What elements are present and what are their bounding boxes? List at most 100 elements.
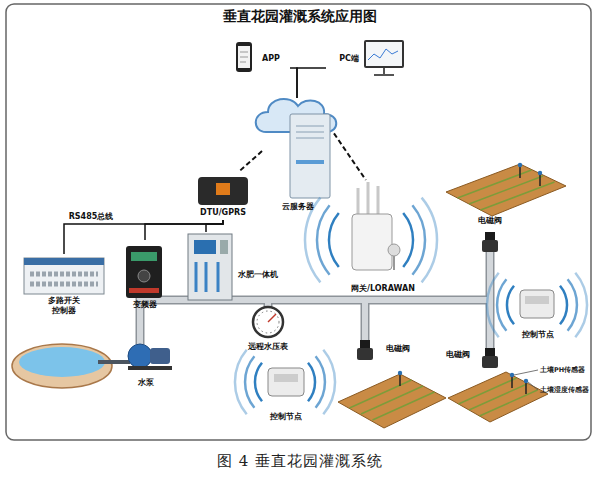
- cloud-server: 云服务器: [262, 98, 334, 216]
- monitor-body: [364, 40, 404, 68]
- phone-screen: [238, 46, 250, 68]
- sensor-head: [538, 171, 542, 175]
- valve-body: [357, 348, 373, 360]
- frequency-converter: 变频器: [120, 240, 170, 312]
- planting-field: [338, 374, 446, 428]
- wireless-wave: [317, 205, 425, 274]
- switch-terminals: [30, 274, 98, 284]
- pc-client: PC端: [326, 36, 408, 80]
- gauge-needle: [268, 314, 276, 322]
- phone-content: [240, 52, 248, 62]
- monitor-stand: [374, 68, 394, 75]
- node-label: 电磁阀: [438, 350, 478, 360]
- fertigation-unit: 水肥一体机: [184, 232, 284, 302]
- node-label: 远程水压表: [228, 342, 308, 352]
- node-label: 水肥一体机: [232, 270, 284, 280]
- valve-body: [482, 356, 498, 368]
- server-vents: [296, 126, 324, 138]
- valve-body: [482, 240, 498, 252]
- node-label: DTU/GPRS: [192, 208, 254, 218]
- wireless-wave: [245, 356, 325, 407]
- fertigation-cabinet: [188, 234, 232, 300]
- switch-controller-case: [24, 258, 104, 294]
- pool-water: [19, 347, 105, 377]
- switch-controller-band: [24, 258, 104, 265]
- solenoid-valve: 电磁阀: [468, 216, 512, 258]
- gateway-case: [352, 214, 392, 270]
- wireless-wave: [255, 363, 315, 402]
- node-label: 控制节点: [508, 330, 568, 340]
- solenoid-valve: 电磁阀: [356, 336, 420, 364]
- control-node-panel: [525, 296, 549, 304]
- gateway-dish: [388, 244, 400, 256]
- monitor-chart: [368, 49, 398, 60]
- pump-motor: [150, 348, 170, 364]
- switch-controller: 多路开关控制器: [20, 254, 108, 320]
- wireless-wave: [329, 213, 413, 267]
- data-link: [290, 68, 297, 98]
- converter-stripe: [129, 288, 159, 293]
- water-pump: 水泵: [118, 338, 174, 390]
- gauge-ticks: [257, 311, 279, 333]
- fertigation-tubes: [196, 262, 218, 292]
- gateway-antennas: [358, 182, 378, 216]
- monitor-screen: [366, 42, 402, 66]
- wireless-wave: [507, 286, 567, 325]
- sensor-head: [518, 163, 522, 167]
- sensor-label: 土壤湿度传感器: [540, 386, 589, 394]
- server-light: [296, 160, 324, 164]
- sensor-label: 土壤PH传感器: [540, 366, 585, 374]
- converter-display: [131, 252, 157, 261]
- figure-caption: 图 4 垂直花园灌溉系统: [130, 452, 470, 471]
- bus-wire: [64, 220, 223, 254]
- network-link: [239, 151, 263, 172]
- sensor-head: [398, 371, 402, 375]
- data-link: [297, 68, 326, 98]
- network-link: [334, 133, 366, 180]
- suction-hose: [98, 360, 130, 364]
- sensor-head: [510, 373, 514, 377]
- pump-body: [128, 344, 152, 368]
- dtu-module: DTU/GPRS: [192, 172, 254, 220]
- fertigation-screen: [194, 240, 216, 254]
- node-label: 电磁阀: [468, 216, 512, 226]
- water-pool: [12, 344, 112, 388]
- pressure-gauge: 远程水压表: [228, 304, 308, 354]
- node-label: 水泵: [118, 378, 174, 388]
- node-label: 变频器: [120, 300, 170, 310]
- outer-frame: [6, 4, 591, 440]
- control-node-case: [520, 290, 554, 318]
- control-node-panel: [274, 374, 298, 382]
- gateway-mast: [393, 256, 395, 270]
- solenoid-valve: 电磁阀: [438, 344, 500, 372]
- node-label: 电磁阀: [378, 344, 418, 354]
- bus-wire: [206, 220, 223, 232]
- sensor-head: [524, 379, 528, 383]
- valve-actuator: [485, 232, 495, 240]
- wireless-wave: [497, 279, 577, 330]
- node-label: APP: [254, 54, 288, 64]
- dtu-case: [198, 177, 248, 205]
- control-node: 控制节点: [258, 362, 314, 426]
- sensor-leader: [514, 370, 538, 390]
- sensor-probes: [400, 166, 540, 394]
- pump-base: [128, 366, 172, 370]
- converter-knob: [138, 270, 150, 282]
- sensor-heads: [398, 163, 542, 383]
- planting-field: [448, 372, 548, 422]
- server-tower: [290, 114, 330, 198]
- valve-actuator: [485, 348, 495, 356]
- node-label: PC端: [332, 54, 366, 64]
- edge-label: RS485总线: [56, 212, 126, 222]
- node-label: 云服务器: [268, 202, 328, 212]
- wireless-wave: [235, 350, 335, 414]
- lora-gateway: 网关/LORAWAN: [340, 180, 426, 298]
- phone-body: [236, 42, 252, 72]
- control-node-case: [268, 368, 304, 396]
- control-node: 控制节点: [508, 284, 568, 344]
- node-label: 多路开关控制器: [46, 296, 82, 316]
- gauge-dial: [253, 307, 283, 337]
